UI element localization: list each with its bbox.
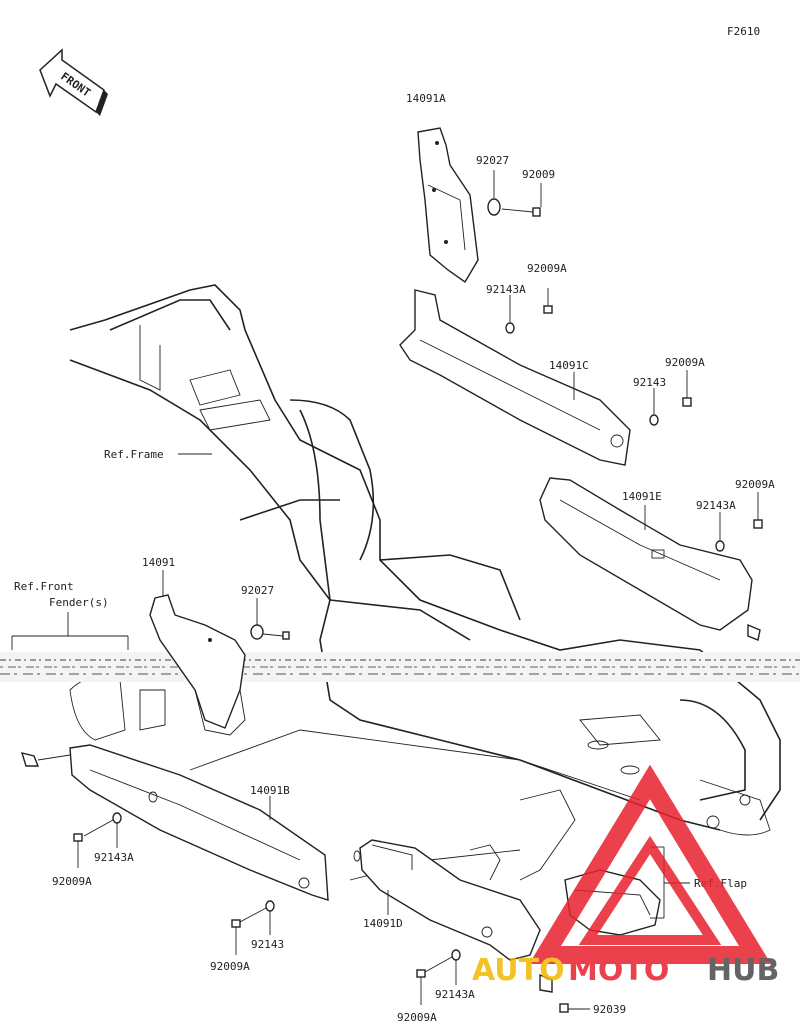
part-14091A bbox=[417, 127, 479, 284]
bolt-92009A-4 bbox=[73, 833, 83, 868]
label-92143A-2: 92143A bbox=[696, 499, 736, 512]
collar-92143A-4 bbox=[451, 949, 461, 961]
collar-92143A-2 bbox=[715, 540, 725, 552]
bolt-92009A-2 bbox=[682, 370, 692, 407]
part-14091B bbox=[69, 744, 329, 901]
bolt-mid bbox=[282, 631, 290, 640]
ref-front-fender-bracket bbox=[11, 612, 129, 650]
label-14091E: 14091E bbox=[622, 490, 662, 503]
label-14091C: 14091C bbox=[549, 359, 589, 372]
part-14091 bbox=[149, 594, 246, 729]
label-ref-front-fender-2: Fender(s) bbox=[49, 596, 109, 609]
collar-92143A-3 bbox=[112, 812, 122, 824]
label-92143-2: 92143 bbox=[251, 938, 284, 951]
front-arrow-icon: FRONT bbox=[39, 48, 108, 116]
part-14091C bbox=[399, 289, 631, 466]
label-14091A: 14091A bbox=[406, 92, 446, 105]
part-14091E bbox=[539, 477, 753, 631]
bolt-92009A-6 bbox=[416, 969, 426, 1005]
scan-noise-band bbox=[0, 652, 800, 682]
watermark-text-hub: HUB bbox=[707, 953, 779, 988]
bolt-front-left bbox=[20, 752, 40, 767]
label-92027-mid: 92027 bbox=[241, 584, 274, 597]
watermark-text-moto: MOTO bbox=[568, 953, 669, 988]
bolt-front-right bbox=[747, 623, 761, 641]
bolt-92009A-1 bbox=[543, 288, 553, 314]
label-92009A-6: 92009A bbox=[397, 1011, 437, 1024]
label-92143A-1: 92143A bbox=[486, 283, 526, 296]
watermark-text-auto: AUTO bbox=[472, 953, 565, 988]
label-14091: 14091 bbox=[142, 556, 175, 569]
bolt-92009-top bbox=[501, 207, 541, 217]
label-92039: 92039 bbox=[593, 1003, 626, 1016]
label-ref-frame: Ref.Frame bbox=[104, 448, 164, 461]
label-ref-front-fender-1: Ref.Front bbox=[14, 580, 74, 593]
bolt-92039 bbox=[559, 1003, 569, 1013]
collar-92143-2 bbox=[265, 900, 275, 912]
bracket-92039-part bbox=[539, 973, 553, 993]
label-92143-1: 92143 bbox=[633, 376, 666, 389]
label-92027-top: 92027 bbox=[476, 154, 509, 167]
washer-92027-mid bbox=[250, 624, 264, 640]
frame-structure bbox=[69, 284, 781, 881]
watermark-logo: AUTO MOTO HUB bbox=[472, 764, 779, 988]
label-14091D: 14091D bbox=[363, 917, 403, 930]
label-92009A-4: 92009A bbox=[52, 875, 92, 888]
washer-92027-top bbox=[487, 198, 501, 216]
figure-code: F2610 bbox=[727, 25, 760, 38]
label-92009A-3: 92009A bbox=[735, 478, 775, 491]
label-92009-top: 92009 bbox=[522, 168, 555, 181]
part-14091D bbox=[353, 839, 541, 961]
bolt-92009A-5 bbox=[231, 919, 241, 955]
bolt-92009A-3 bbox=[753, 492, 763, 529]
collar-92143-1 bbox=[649, 414, 659, 426]
label-92143A-3: 92143A bbox=[94, 851, 134, 864]
label-92009A-1: 92009A bbox=[527, 262, 567, 275]
label-14091B: 14091B bbox=[250, 784, 290, 797]
label-92009A-5: 92009A bbox=[210, 960, 250, 973]
label-92143A-4: 92143A bbox=[435, 988, 475, 1001]
collar-92143A-1 bbox=[505, 322, 515, 334]
label-92009A-2: 92009A bbox=[665, 356, 705, 369]
